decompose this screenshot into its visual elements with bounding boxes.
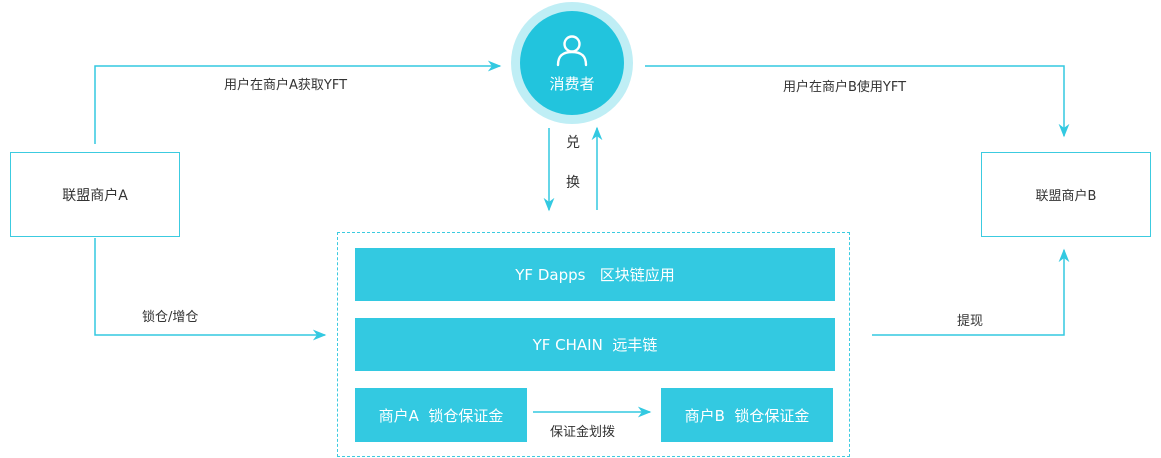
edge-withdraw bbox=[872, 248, 1070, 336]
deposit-b-box: 商户B 锁仓保证金 bbox=[661, 388, 833, 442]
edge-label-exchange-1: 兑 bbox=[566, 135, 580, 151]
edge-label-withdraw: 提现 bbox=[957, 314, 984, 329]
merchant-b-box: 联盟商户B bbox=[981, 152, 1151, 237]
edge-lock bbox=[94, 238, 327, 341]
edge-label-lock: 锁仓/增仓 bbox=[142, 310, 199, 325]
edge-merchant-a-to-consumer bbox=[94, 60, 502, 144]
merchant-a-label: 联盟商户A bbox=[62, 187, 128, 204]
deposit-a-label: 商户A 锁仓保证金 bbox=[378, 406, 504, 425]
chain-bar: YF CHAIN 远丰链 bbox=[355, 318, 835, 371]
dapps-label: YF Dapps 区块链应用 bbox=[515, 266, 675, 284]
edge-consumer-to-merchant-b bbox=[645, 65, 1070, 138]
merchant-a-box: 联盟商户A bbox=[10, 152, 180, 237]
user-icon bbox=[556, 34, 588, 66]
edge-label-exchange-2: 换 bbox=[566, 175, 580, 191]
platform-container bbox=[337, 232, 850, 457]
edge-label-a-to-consumer: 用户在商户A获取YFT bbox=[224, 78, 348, 93]
deposit-a-box: 商户A 锁仓保证金 bbox=[355, 388, 527, 442]
dapps-bar: YF Dapps 区块链应用 bbox=[355, 248, 835, 301]
merchant-b-label: 联盟商户B bbox=[1035, 189, 1097, 204]
consumer-node: 消费者 bbox=[520, 11, 624, 115]
consumer-label: 消费者 bbox=[549, 74, 595, 93]
deposit-b-label: 商户B 锁仓保证金 bbox=[684, 406, 810, 425]
chain-label: YF CHAIN 远丰链 bbox=[532, 336, 658, 354]
edge-label-consumer-to-b: 用户在商户B使用YFT bbox=[783, 80, 907, 95]
edge-label-transfer: 保证金划拨 bbox=[550, 425, 616, 440]
